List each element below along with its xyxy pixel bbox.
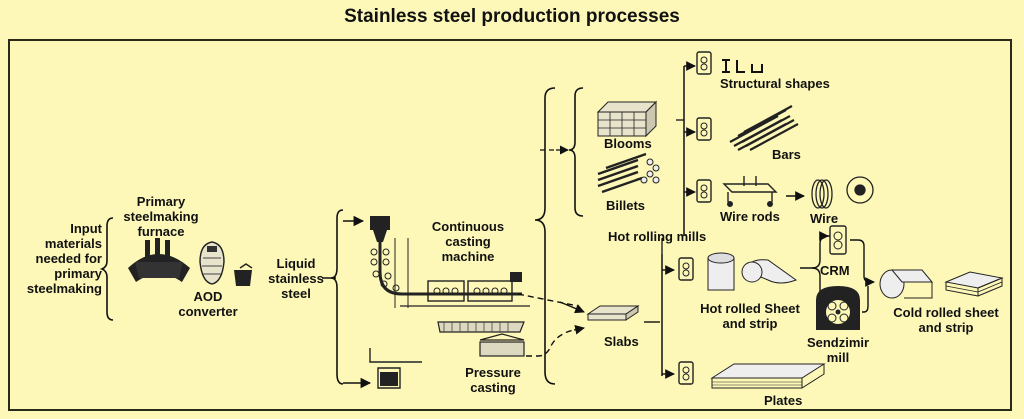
furnace-icon xyxy=(128,238,190,282)
hot-rolled-coil-icon xyxy=(707,252,798,291)
sendzimir-mill-icon xyxy=(816,286,860,330)
wire-rods-icon xyxy=(722,176,778,207)
furnace-label: Primary steelmaking furnace xyxy=(123,194,199,239)
diagram-frame xyxy=(8,39,1012,411)
mill-stand-icon-structural xyxy=(696,51,712,75)
aod-converter-label: AOD converter xyxy=(178,289,238,319)
mill-stand-icon-plates xyxy=(678,361,694,385)
cold-rolled-sheets-icon xyxy=(944,271,1004,297)
billets-label: Billets xyxy=(606,198,646,213)
bars-label: Bars xyxy=(772,147,801,162)
hot-rolling-mills-label: Hot rolling mills xyxy=(608,229,707,244)
plates-label: Plates xyxy=(764,393,803,408)
input-brace xyxy=(99,217,114,321)
pressure-casting-label: Pressure casting xyxy=(465,365,521,395)
mill-stand-icon-wire-rods xyxy=(696,179,712,203)
input-materials-label: Input materials needed for primary steel… xyxy=(26,221,102,296)
cold-rolled-coil-icon xyxy=(879,269,934,299)
hot-rolled-sheet-label: Hot rolled Sheet and strip xyxy=(700,301,800,331)
aod-converter-icon xyxy=(199,241,225,285)
bars-icon xyxy=(729,105,799,151)
slabs-icon xyxy=(586,305,640,321)
crm-label: CRM xyxy=(820,263,850,278)
mill-stand-icon-bars xyxy=(696,117,712,141)
continuous-caster-icon xyxy=(370,216,530,308)
pressure-casting-icon xyxy=(369,321,525,389)
diagram-title: Stainless steel production processes xyxy=(344,6,680,27)
ladle-icon xyxy=(234,263,253,286)
blooms-label: Blooms xyxy=(604,136,652,151)
wire-label: Wire xyxy=(810,211,839,226)
wire-coil-icon xyxy=(811,176,874,209)
plates-icon xyxy=(710,363,826,389)
blooms-icon xyxy=(596,100,658,138)
continuous-casting-label: Continuous casting machine xyxy=(431,219,505,264)
slabs-label: Slabs xyxy=(604,334,639,349)
wire-rods-label: Wire rods xyxy=(720,209,780,224)
liquid-steel-label: Liquid stainless steel xyxy=(268,256,324,301)
crm-mill-icon xyxy=(829,225,847,255)
structural-shapes-icon xyxy=(722,59,763,73)
mill-stand-icon-hot-strip xyxy=(678,257,694,281)
sendzimir-mill-label: Sendzimir mill xyxy=(806,335,870,365)
structural-shapes-label: Structural shapes xyxy=(720,76,830,91)
cold-rolled-sheet-label: Cold rolled sheet and strip xyxy=(893,305,999,335)
billets-icon xyxy=(597,152,660,194)
